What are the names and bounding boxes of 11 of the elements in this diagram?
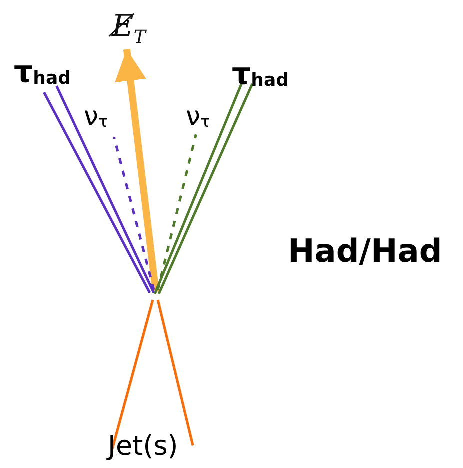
arrow	[115, 49, 160, 292]
particle-label: τ$_{had}$	[232, 60, 290, 90]
channel-label: Had/Had	[288, 232, 442, 270]
jet-label: Jet(s)	[108, 433, 178, 460]
track-line	[113, 136, 156, 290]
track-line	[111, 300, 154, 450]
track-line	[43, 92, 152, 294]
track-line	[56, 86, 156, 294]
track-line	[156, 300, 194, 446]
track-line	[156, 134, 198, 290]
particle-label: τ$_{had}$	[14, 58, 72, 88]
